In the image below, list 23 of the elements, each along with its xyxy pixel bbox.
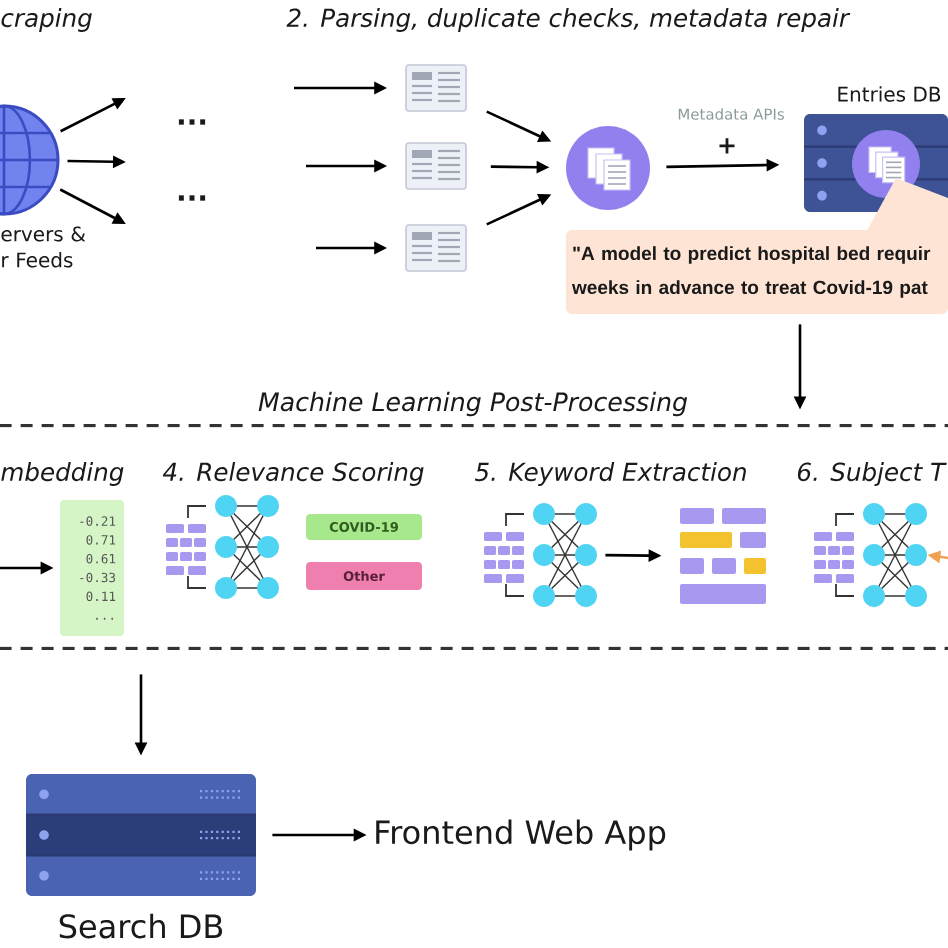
stage-title: 4. Relevance Scoring: [162, 462, 424, 486]
node-label: Search DB: [59, 913, 223, 939]
neural-network-icon: [814, 503, 927, 607]
quote-box: "A model to predict hospital bed requir weeks in advance to treat Covid-19 pat: [566, 178, 948, 314]
document-icon: [405, 142, 467, 190]
node-label: ervers & r Feeds: [1, 226, 86, 268]
stage-title: 5. Keyword Extraction: [474, 462, 746, 486]
neural-network-icon: [484, 503, 597, 607]
section-title: 2. Parsing, duplicate checks, metadata repair: [286, 8, 851, 32]
keyword-blocks-icon: [680, 508, 766, 604]
neural-network-icon: [166, 495, 279, 599]
ellipsis: ...: [178, 195, 206, 201]
documents-circle: [566, 126, 650, 210]
stage-title: mbedding: [1, 462, 124, 486]
caption: Frontend Web App: [376, 819, 666, 851]
edge-label: +: [719, 138, 735, 154]
stage-title: 6. Subject T: [797, 462, 947, 486]
ellipsis: ...: [178, 119, 206, 125]
section-title: craping: [1, 8, 92, 32]
document-icon: [405, 64, 467, 112]
heading: Entries DB: [838, 86, 941, 102]
section-title: Machine Learning Post-Processing: [258, 391, 688, 417]
document-icon: [405, 224, 467, 272]
